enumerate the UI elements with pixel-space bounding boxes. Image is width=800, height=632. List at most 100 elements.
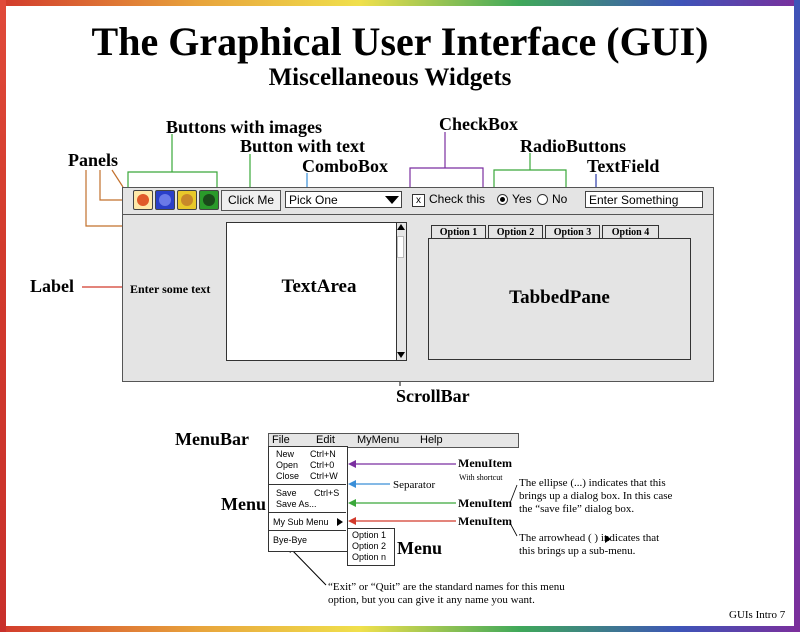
menu-mymenu[interactable]: MyMenu <box>357 434 400 446</box>
radio-yes-label: Yes <box>512 192 532 206</box>
exit-note-line-1: “Exit” or “Quit” are the standard names … <box>328 581 565 593</box>
tabbed-pane-label: TabbedPane <box>509 287 610 308</box>
menu-edit[interactable]: Edit <box>316 434 335 446</box>
page-subtitle: Miscellaneous Widgets <box>268 64 512 91</box>
panels-connector-diag <box>111 169 124 188</box>
menu-item-save[interactable]: Save <box>276 488 297 498</box>
menu-item-new[interactable]: New <box>276 449 295 459</box>
text-area[interactable] <box>226 222 398 361</box>
menu-item-sub-menu[interactable]: My Sub Menu <box>273 517 329 527</box>
ellipsis-note-line-2: brings up a dialog box. In this case <box>519 490 673 502</box>
image-button-4[interactable] <box>199 190 219 210</box>
arrow-note-bracket <box>509 522 518 537</box>
text-area-label: TextArea <box>281 276 357 297</box>
label-callout: Label <box>30 276 75 296</box>
submenu-dropdown <box>347 528 395 566</box>
button-with-text-callout: Button with text <box>240 136 365 156</box>
scroll-thumb[interactable] <box>397 236 404 258</box>
arrow-note-line-2: this brings up a sub-menu. <box>519 545 636 557</box>
menuitem-annotation-1: MenuItem <box>458 456 512 470</box>
menu-item-save-shortcut: Ctrl+S <box>314 488 340 498</box>
ellipsis-note-line-3: the “save file” dialog box. <box>519 503 635 515</box>
page-title: The Graphical User Interface (GUI) <box>91 19 709 64</box>
tab-option-3[interactable]: Option 3 <box>545 225 600 239</box>
menu-help[interactable]: Help <box>420 434 443 446</box>
menu-separator-3 <box>268 530 346 531</box>
menuitem-annotation-3: MenuItem <box>458 514 512 528</box>
orange-circle-icon <box>137 194 149 206</box>
menu-separator-2 <box>268 512 346 513</box>
textfield-callout: TextField <box>587 156 660 176</box>
tab-option-1[interactable]: Option 1 <box>431 225 486 240</box>
submenu-item-option-2[interactable]: Option 2 <box>352 541 387 551</box>
tabbed-pane <box>428 238 691 360</box>
frame-bottom-border <box>0 626 800 632</box>
slide-footer: GUIs Intro 7 <box>729 609 786 621</box>
submenu-item-option-n[interactable]: Option n <box>352 552 387 562</box>
gold-circle-icon <box>181 194 193 206</box>
menuitem-annotation-1-sub: With shortcut <box>459 473 503 482</box>
radio-bracket <box>493 169 567 188</box>
submenu-callout: Menu <box>397 538 442 558</box>
separator-arrowhead <box>348 480 356 488</box>
ellipsis-note-bracket <box>509 484 518 504</box>
radio-yes[interactable] <box>497 194 508 205</box>
chevron-down-icon[interactable] <box>385 196 399 204</box>
checkbox-bracket <box>409 167 484 188</box>
image-button-3[interactable] <box>177 190 197 210</box>
ellipsis-note-line-1: The ellipse (...) indicates that this <box>519 477 666 489</box>
arrowhead-icon <box>605 535 611 543</box>
image-button-2[interactable] <box>155 190 175 210</box>
submenu-item-option-1[interactable]: Option 1 <box>352 530 387 540</box>
tab-option-4[interactable]: Option 4 <box>602 225 659 239</box>
checkbox-label: Check this <box>429 192 486 206</box>
scrollbar[interactable] <box>396 222 407 361</box>
combobox-callout: ComboBox <box>302 156 389 176</box>
panels-connector-top <box>99 170 123 201</box>
buttons-with-images-callout: Buttons with images <box>166 117 323 137</box>
menu-separator-1 <box>268 484 346 485</box>
arrow-note-line-1: The arrowhead ( ) indicates that <box>519 532 660 544</box>
menuitem-shortcut-arrowhead <box>348 460 356 468</box>
menu-file[interactable]: File <box>272 434 290 446</box>
menuitem-ellipsis-arrowhead <box>348 499 356 507</box>
menubar-callout: MenuBar <box>175 429 249 449</box>
exit-note-arrow-line <box>289 547 327 586</box>
radio-no[interactable] <box>537 194 548 205</box>
scroll-down-arrow-icon[interactable] <box>397 352 405 358</box>
frame-right-border <box>794 0 800 632</box>
checkbox[interactable]: x <box>412 194 425 207</box>
text-field[interactable]: Enter Something <box>585 191 703 208</box>
blue-square-icon <box>159 194 171 206</box>
image-button-1[interactable] <box>133 190 153 210</box>
tab-option-2[interactable]: Option 2 <box>488 225 543 239</box>
menu-item-close-shortcut: Ctrl+W <box>310 471 338 481</box>
checkbox-callout: CheckBox <box>439 114 519 134</box>
frame-left-border <box>0 0 6 632</box>
label-widget: Enter some text <box>130 282 211 296</box>
menu-item-new-shortcut: Ctrl+N <box>310 449 336 459</box>
image-buttons-bracket <box>127 171 218 188</box>
frame-top-border <box>0 0 800 6</box>
menuitem-submenu-arrowhead <box>348 517 356 525</box>
menu-item-save-as[interactable]: Save As... <box>276 499 317 509</box>
menuitem-annotation-2: MenuItem <box>458 496 512 510</box>
radio-selected-dot <box>500 197 505 202</box>
menu-item-open-shortcut: Ctrl+0 <box>310 460 335 470</box>
exit-note-line-2: option, but you can give it any name you… <box>328 594 535 606</box>
panels-connector-main <box>85 170 123 227</box>
menu-callout: Menu <box>221 494 266 514</box>
submenu-arrow-icon <box>337 518 343 526</box>
radio-no-label: No <box>552 192 568 206</box>
scrollbar-callout: ScrollBar <box>396 386 470 406</box>
scroll-up-arrow-icon[interactable] <box>397 224 405 230</box>
click-me-button[interactable]: Click Me <box>221 190 281 211</box>
panels-callout: Panels <box>68 150 119 170</box>
radiobuttons-callout: RadioButtons <box>520 136 627 156</box>
combobox[interactable]: Pick One <box>285 191 402 208</box>
menu-item-open[interactable]: Open <box>276 460 299 470</box>
file-menu-dropdown <box>268 446 348 552</box>
menu-item-close[interactable]: Close <box>276 471 300 481</box>
menu-item-bye-bye[interactable]: Bye-Bye <box>273 535 308 545</box>
